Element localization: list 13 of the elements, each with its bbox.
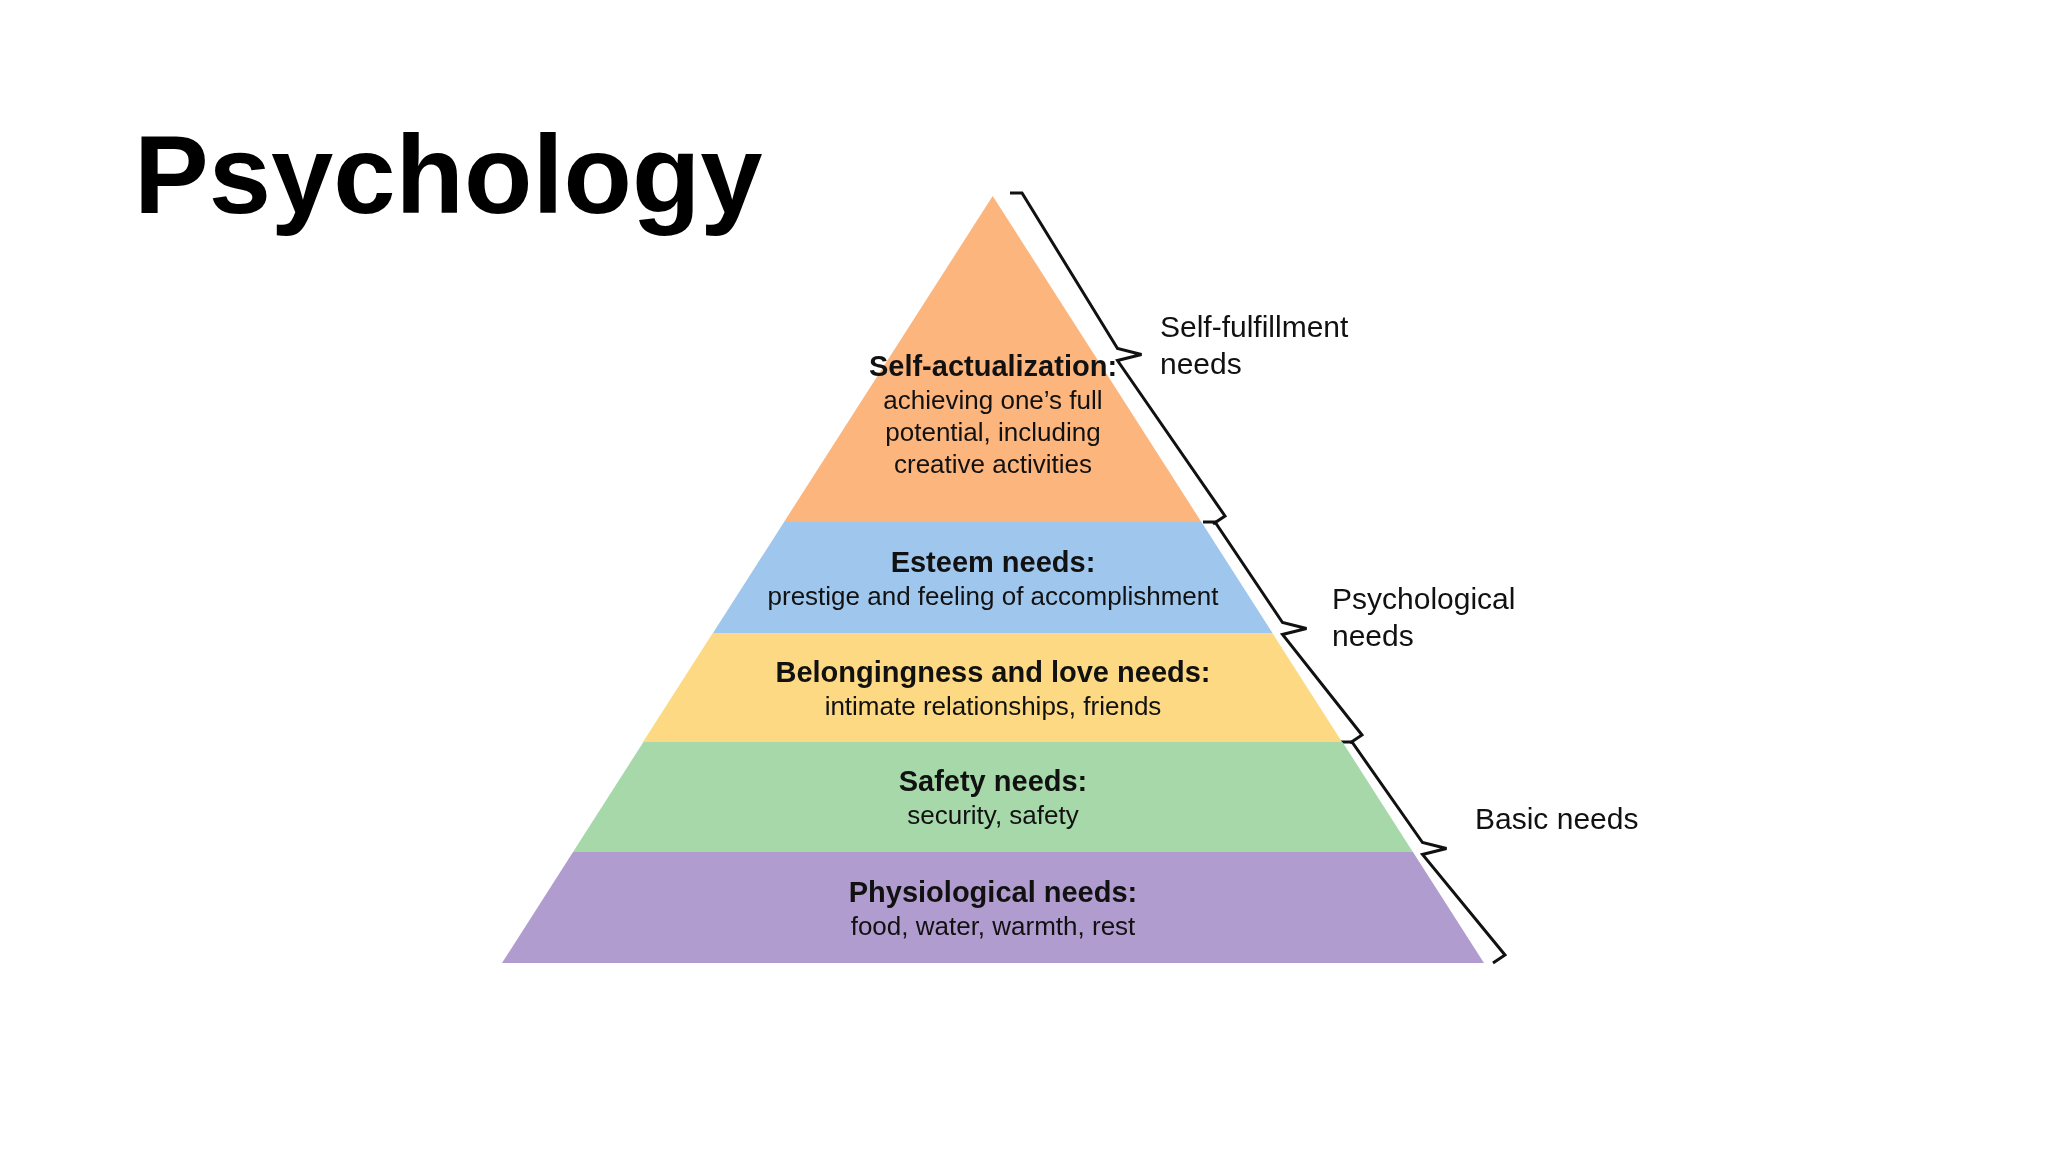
tier-heading: Belongingness and love needs: [775,654,1211,690]
tier-heading: Safety needs: [898,764,1088,799]
bracket-label: Psychological needs [1332,581,1517,654]
tier-description: intimate relationships, friends [824,689,1162,722]
bracket-label: Basic needs [1475,801,1639,837]
slide-title: Psychology [134,111,763,239]
tier-description: prestige and feeling of accomplishment [767,579,1219,612]
tier-heading: Physiological needs: [848,874,1138,910]
tier-description: achieving one’s full potential, including creative activities [882,384,1104,480]
bracket-label: Self-fulfillment needs [1160,309,1350,382]
tier-heading: Esteem needs: [890,544,1096,580]
tier-description: food, water, warmth, rest [850,909,1136,942]
tier-description: security, safety [907,799,1079,831]
